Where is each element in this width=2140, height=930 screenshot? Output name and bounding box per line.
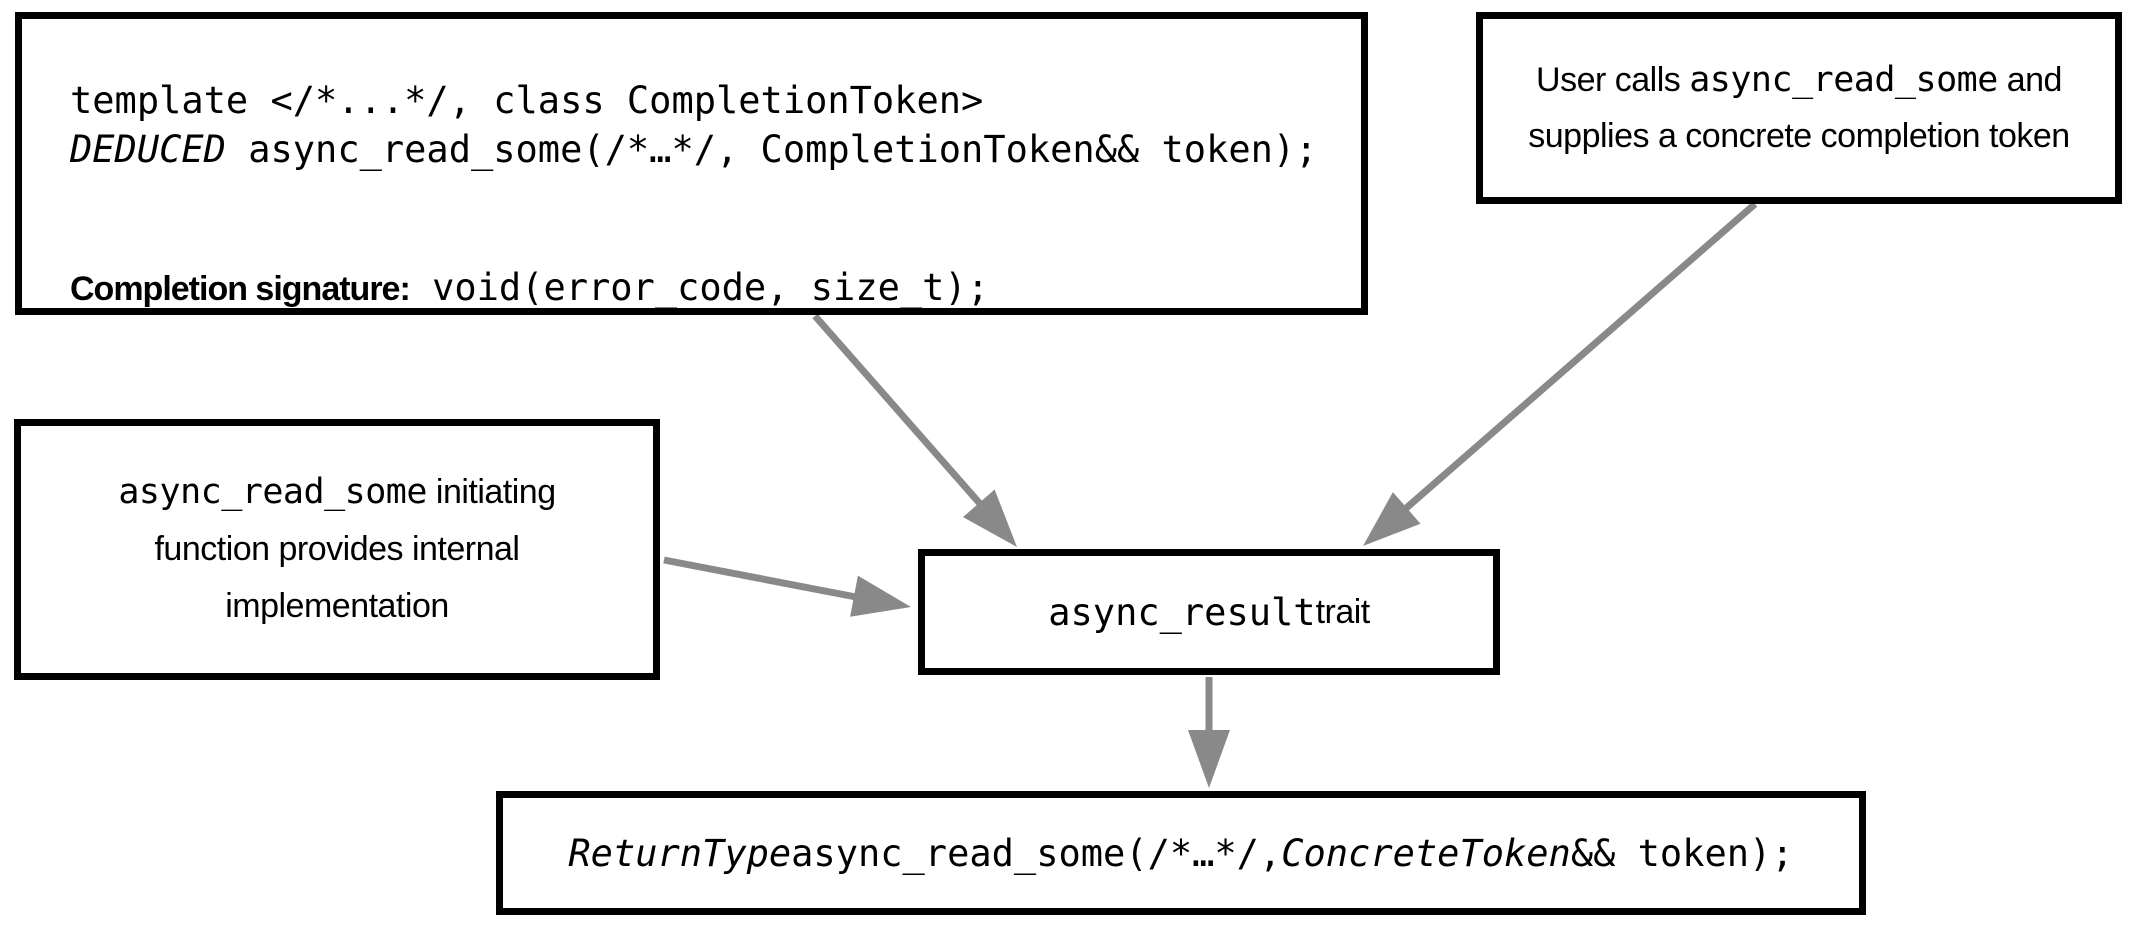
user-calls-pre: User calls (1536, 61, 1690, 99)
initiating-mono: async_read_some (118, 472, 427, 512)
completion-signature-label: Completion signature: (70, 270, 411, 308)
trait-rest: trait (1315, 592, 1371, 631)
async-result-trait-box: async_result trait (918, 549, 1500, 675)
initiating-line3: implementation (225, 587, 449, 625)
trait-mono: async_result (1048, 590, 1316, 634)
initiating-line1-rest: initiating (426, 473, 556, 511)
deduced-rest: async_read_some(/*…*/, CompletionToken&&… (225, 128, 1318, 171)
arrow-template-to-trait-line (812, 313, 985, 509)
initiating-line1: async_read_some initiating (118, 464, 556, 521)
arrow-initiating-to-trait-head (850, 575, 911, 617)
user-calls-line2: supplies a concrete completion token (1528, 117, 2070, 155)
initiating-function-box: async_read_some initiating function prov… (14, 419, 660, 680)
result-tail-text: && token); (1570, 831, 1794, 875)
concrete-signature-box: ReturnType async_read_some(/*…*/, Concre… (496, 791, 1866, 915)
arrow-trait-to-result (1188, 677, 1230, 788)
result-mid-text: async_read_some(/*…*/, (791, 831, 1282, 875)
arrow-template-to-trait (812, 313, 1017, 547)
arrow-user-to-trait-line (1401, 201, 1758, 513)
concrete-token-text: ConcreteToken (1281, 831, 1571, 875)
completion-signature-line: Completion signature: void(error_code, s… (70, 263, 989, 314)
code-line-deduced: DEDUCED async_read_some(/*…*/, Completio… (70, 125, 1317, 174)
user-calls-line1: User calls async_read_some and (1536, 52, 2062, 108)
deduced-keyword: DEDUCED (70, 128, 226, 171)
arrow-user-to-trait (1363, 201, 1758, 546)
user-calls-post: and (1997, 61, 2063, 99)
return-type-text: ReturnType (568, 831, 792, 875)
initiating-line2: function provides internal (154, 530, 520, 568)
arrow-trait-to-result-head (1188, 730, 1230, 788)
template-line1-text: template </*...*/, class CompletionToken… (70, 79, 984, 122)
arrow-initiating-to-trait (663, 556, 911, 617)
template-code-block: template </*...*/, class CompletionToken… (70, 76, 1317, 174)
arrow-template-to-trait-head (963, 489, 1017, 547)
arrow-user-to-trait-head (1363, 492, 1421, 546)
code-line-template: template </*...*/, class CompletionToken… (70, 76, 1317, 125)
template-declaration-box: template </*...*/, class CompletionToken… (15, 12, 1368, 315)
user-calls-mono: async_read_some (1689, 60, 1998, 100)
arrow-initiating-to-trait-line (663, 556, 857, 601)
completion-signature-code: void(error_code, size_t); (409, 266, 989, 309)
user-calls-box: User calls async_read_some and supplies … (1476, 12, 2122, 204)
